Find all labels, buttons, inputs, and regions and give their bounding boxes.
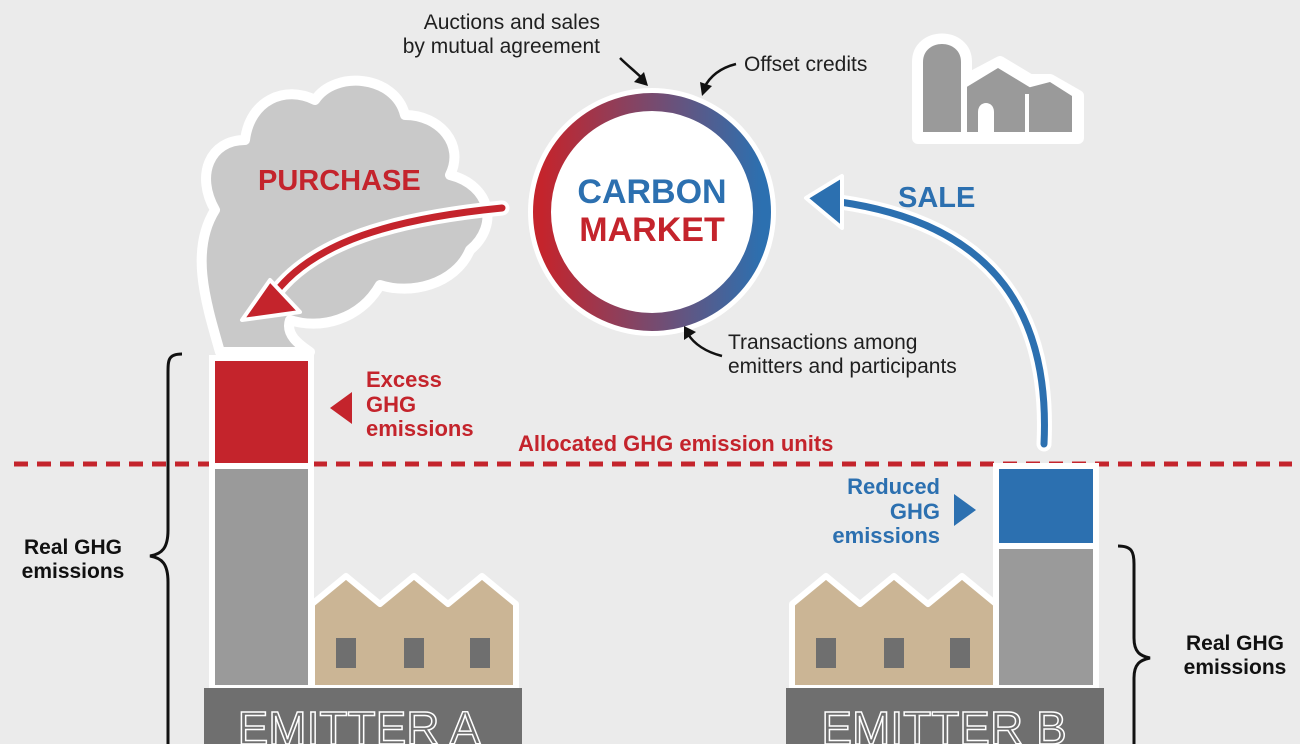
reduced-pointer-icon: [954, 494, 976, 526]
excess-pointer-icon: [330, 392, 352, 424]
sale-arrow: [832, 194, 1052, 452]
offset-credits-note: Offset credits: [744, 53, 868, 76]
real-emissions-brace-left: [149, 352, 183, 744]
excess-emissions-block: [209, 355, 314, 469]
factory-icon: [309, 573, 519, 691]
excess-emissions-label: Excess GHG emissions: [366, 367, 474, 442]
allocated-units-label: Allocated GHG emission units: [518, 431, 834, 456]
sale-label: SALE: [898, 182, 976, 214]
emitter-b-factory: [786, 463, 1104, 744]
real-emissions-left-label: Real GHG emissions: [21, 536, 125, 583]
transactions-note: Transactions among emitters and particip…: [728, 331, 957, 378]
emitter-a-label: EMITTER A: [238, 702, 481, 744]
reduced-emissions-label: Reduced GHG emissions: [832, 474, 940, 549]
emitter-b-stack: [993, 543, 1099, 691]
emitter-b-label: EMITTER B: [821, 702, 1066, 744]
real-emissions-brace-right: [1117, 544, 1151, 744]
emitter-a-factory: [204, 355, 522, 744]
factory-icon: [789, 573, 999, 691]
emitter-a-base: [204, 688, 522, 744]
offset-pointer: [702, 62, 737, 89]
purchase-label: PURCHASE: [258, 165, 421, 197]
emitter-a-stack: [209, 463, 314, 691]
emitter-b-base: [786, 688, 1104, 744]
reduced-emissions-block: [993, 463, 1099, 549]
transactions-pointer: [686, 333, 723, 358]
auctions-note: Auctions and sales by mutual agreement: [402, 11, 600, 58]
farm-barn-icon: [912, 33, 1084, 144]
carbon-market-title: CARBON MARKET: [577, 173, 727, 250]
real-emissions-right-label: Real GHG emissions: [1183, 632, 1287, 679]
